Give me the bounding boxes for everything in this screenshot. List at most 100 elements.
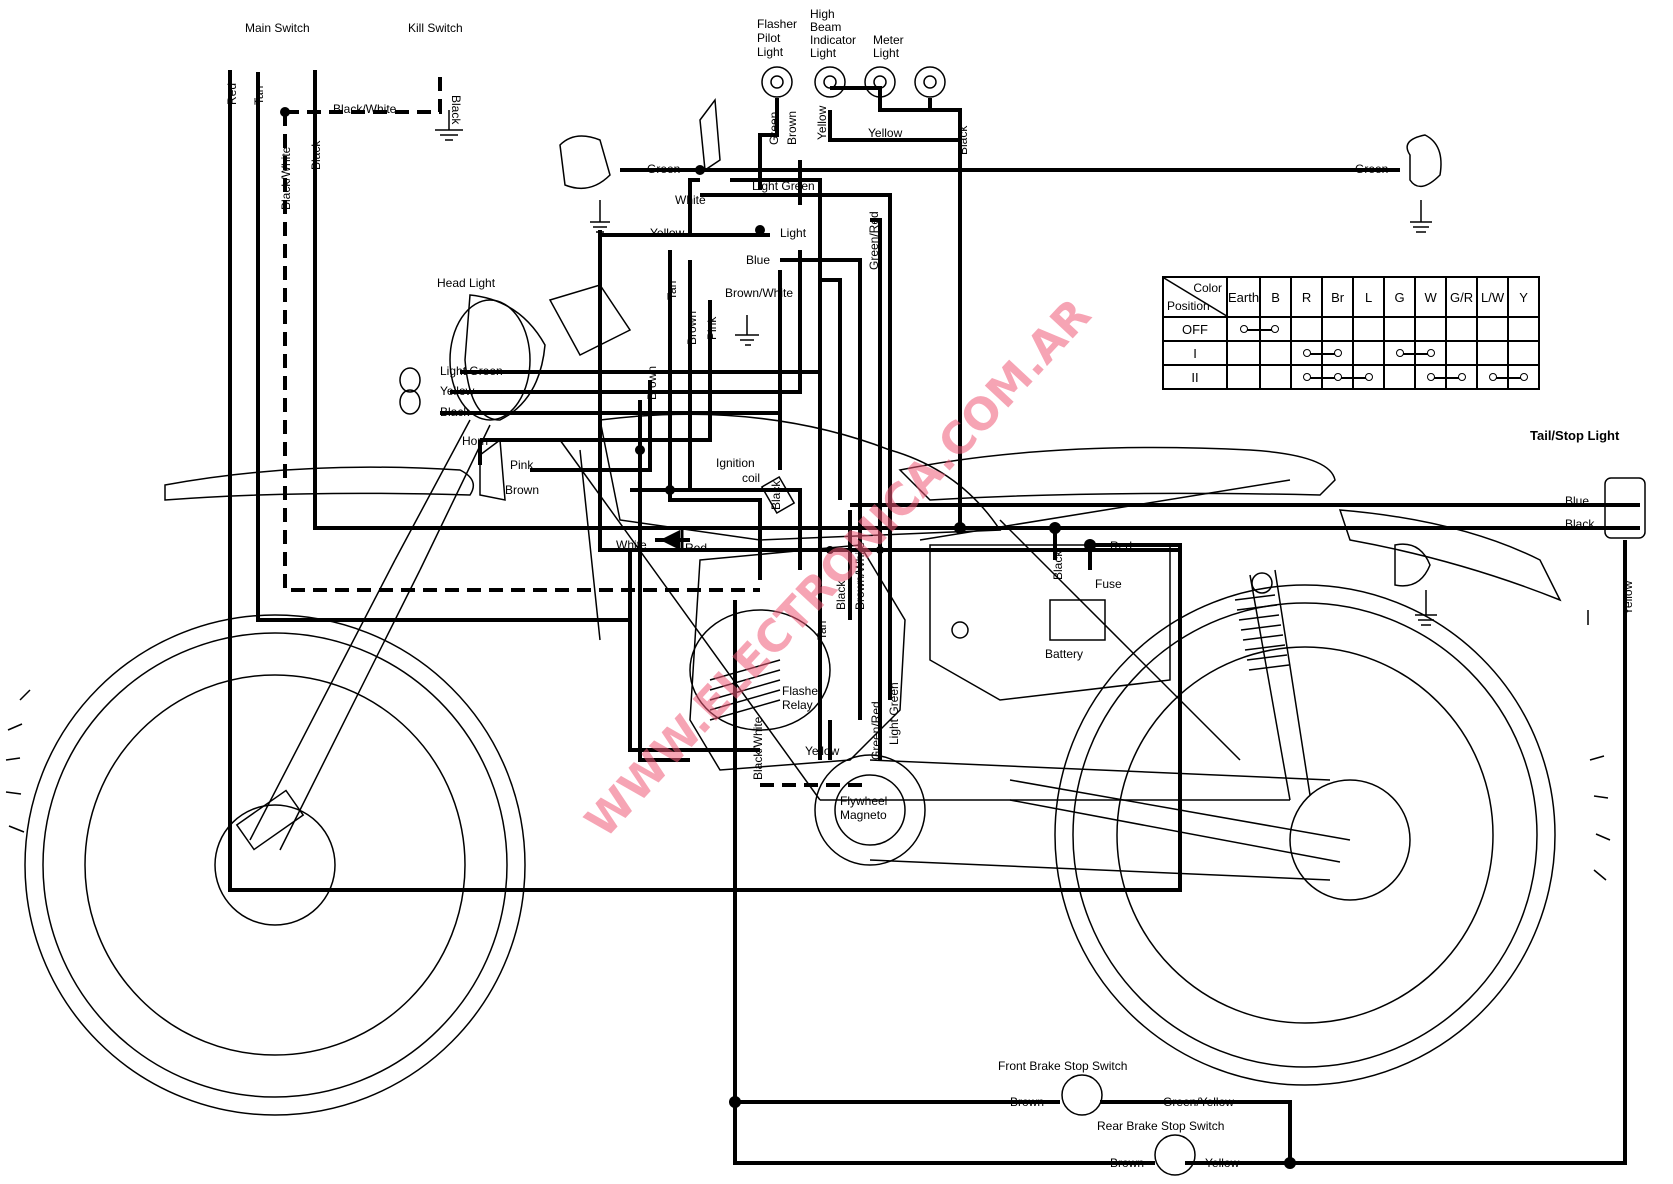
flasher-pilot-light-label-1: Flasher bbox=[757, 17, 797, 31]
wire-label-green-red-engine: Green/Red bbox=[869, 701, 883, 760]
corner-color-label: Color bbox=[1193, 281, 1222, 295]
wire-label-brown-v: Brown bbox=[785, 111, 799, 145]
high-beam-label-2: Beam bbox=[810, 20, 841, 34]
wire-label-brown-sw: Brown bbox=[685, 311, 699, 345]
wire-label-light-green: Light Green bbox=[752, 179, 815, 193]
connection-symbol bbox=[1302, 348, 1342, 358]
wire-label-green-right: Green bbox=[1355, 162, 1388, 176]
wire-label-white: White bbox=[675, 193, 706, 207]
high-beam-label-3: Indicator bbox=[810, 33, 856, 47]
table-col-b: B bbox=[1259, 276, 1293, 318]
flasher-relay-label-1: Flasher bbox=[782, 684, 822, 698]
kill-switch-label: Kill Switch bbox=[408, 21, 463, 35]
wire-label-brown-rear-brake: Brown bbox=[1110, 1156, 1144, 1170]
junction-dots bbox=[280, 107, 1296, 1169]
motorcycle-outline bbox=[5, 66, 1646, 1176]
connection-terminal bbox=[1302, 373, 1311, 381]
row-position-i: I bbox=[1162, 340, 1228, 366]
connection-line bbox=[1430, 377, 1462, 379]
fuse-label: Fuse bbox=[1095, 577, 1122, 591]
ignition-coil-label-2: coil bbox=[742, 471, 760, 485]
wire-label-black-coil: Black bbox=[769, 480, 783, 510]
high-beam-label-1: High bbox=[810, 7, 835, 21]
diode-icon bbox=[660, 530, 684, 550]
wire-label-black-tail: Black bbox=[1565, 517, 1595, 531]
wire-label-brown-horn: Brown bbox=[505, 483, 539, 497]
tail-stop-light-label: Tail/Stop Light bbox=[1530, 428, 1620, 443]
table-row: OFF bbox=[1162, 316, 1541, 342]
wire-label-pink-sw: Pink bbox=[705, 316, 719, 340]
wire-label-yellow-tail: Yellow bbox=[1621, 580, 1635, 615]
wire-label-tan-engine: Tan bbox=[815, 621, 829, 640]
table-col-br: Br bbox=[1321, 276, 1355, 318]
table-col-earth: Earth bbox=[1225, 276, 1262, 318]
wire-label-yellow-engine: Yellow bbox=[805, 744, 840, 758]
wire-label-blue: Blue bbox=[746, 253, 770, 267]
wire-label-black-white-engine: Black/White bbox=[751, 716, 765, 780]
connection-line bbox=[1399, 353, 1431, 355]
connection-terminal bbox=[1364, 373, 1373, 381]
flasher-pilot-light-label-3: Light bbox=[757, 45, 784, 59]
wire-label-red: Red bbox=[225, 83, 239, 105]
horn-label: Horn bbox=[462, 434, 488, 448]
table-row: II bbox=[1162, 364, 1541, 390]
wire-label-green-yellow: Green/Yellow bbox=[1163, 1095, 1234, 1109]
wire-label-yellow-v: Yellow bbox=[815, 105, 829, 140]
flasher-relay-label-2: Relay bbox=[782, 698, 813, 712]
wire-label-red-battery: Red bbox=[1110, 539, 1132, 553]
wire-label-black-kill: Black bbox=[449, 95, 463, 125]
connection-symbol bbox=[1488, 372, 1528, 382]
wire-label-tan-sw: Tan bbox=[665, 281, 679, 300]
wire-label-black-white-h: Black/White bbox=[333, 102, 397, 116]
connection-terminal bbox=[1519, 373, 1528, 381]
table-col-g: G bbox=[1383, 276, 1417, 318]
meter-light-label-2: Light bbox=[873, 46, 900, 60]
corner-position-label: Position bbox=[1167, 299, 1210, 313]
wire-label-light: Light bbox=[780, 226, 807, 240]
connection-terminal bbox=[1457, 373, 1466, 381]
front-brake-stop-switch-label: Front Brake Stop Switch bbox=[998, 1059, 1127, 1073]
head-light-label: Head Light bbox=[437, 276, 496, 290]
wire-label-light-green-hl: Light Green bbox=[440, 364, 503, 378]
connection-terminal bbox=[1488, 373, 1497, 381]
connection-terminal bbox=[1302, 349, 1311, 357]
table-corner-cell: Color Position bbox=[1162, 276, 1230, 318]
wire-label-light-green-engine: Light Green bbox=[887, 682, 901, 745]
wire-label-brown-front-brake: Brown bbox=[1010, 1095, 1044, 1109]
connection-terminal bbox=[1426, 373, 1435, 381]
wire-label-yellow-hl: Yellow bbox=[440, 384, 475, 398]
table-col-gr: G/R bbox=[1445, 276, 1479, 318]
connection-terminal bbox=[1333, 373, 1342, 381]
connection-line bbox=[1243, 329, 1275, 331]
wire-label-brown-white-engine: Brown/White bbox=[853, 542, 867, 610]
table-col-l: L bbox=[1352, 276, 1386, 318]
table-col-r: R bbox=[1290, 276, 1324, 318]
flywheel-magneto-label-1: Flywheel bbox=[840, 794, 887, 808]
table-col-w: W bbox=[1414, 276, 1448, 318]
connection-terminal bbox=[1239, 325, 1248, 333]
wire-label-green-v: Green bbox=[767, 112, 781, 145]
wire-label-brown-white: Brown/White bbox=[725, 286, 793, 300]
switch-position-table: Color Position Earth B R Br L G W G/R L/… bbox=[1162, 276, 1541, 390]
wire-labels: Red Tan Black/White Black Black/White Bl… bbox=[225, 83, 1635, 1170]
connection-line bbox=[1492, 377, 1524, 379]
connection-symbol bbox=[1302, 372, 1373, 382]
flywheel-magneto-label-2: Magneto bbox=[840, 808, 887, 822]
wire-label-blue-tail: Blue bbox=[1565, 494, 1589, 508]
wire-label-black-battery: Black bbox=[1051, 550, 1065, 580]
main-switch-label: Main Switch bbox=[245, 21, 310, 35]
connection-terminal bbox=[1333, 349, 1342, 357]
wire-label-green-red: Green/Red bbox=[867, 211, 881, 270]
connection-line bbox=[1306, 353, 1338, 355]
wire-label-black-top: Black bbox=[956, 125, 970, 155]
wire-label-white-diode: White bbox=[616, 538, 647, 552]
meter-light-label-1: Meter bbox=[873, 33, 904, 47]
wire-label-pink: Pink bbox=[510, 458, 534, 472]
wire-label-tan: Tan bbox=[252, 86, 266, 105]
connection-terminal bbox=[1270, 325, 1279, 333]
connection-symbol bbox=[1239, 324, 1279, 334]
connection-symbol bbox=[1426, 372, 1466, 382]
table-header-row: Color Position Earth B R Br L G W G/R L/… bbox=[1162, 276, 1541, 318]
table-body: OFF I II bbox=[1162, 316, 1541, 390]
component-labels: Main Switch Kill Switch Flasher Pilot Li… bbox=[245, 7, 1620, 1133]
